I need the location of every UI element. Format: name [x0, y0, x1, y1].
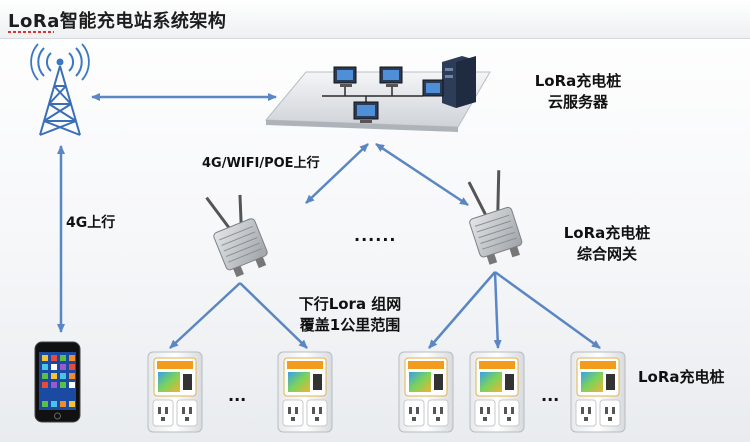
charging-pile-icon — [147, 351, 203, 433]
arrow-server-gateway-left — [305, 143, 369, 204]
cloud-server-label: LoRa充电桩 云服务器 — [528, 71, 628, 113]
arrow-gw2-charger5 — [494, 270, 601, 350]
charger-label: LoRa充电桩 — [638, 368, 725, 386]
arrow-gw1-charger1 — [169, 282, 241, 349]
uplink-phone-label: 4G上行 — [66, 215, 116, 231]
arrow-gw2-charger3 — [428, 271, 496, 349]
gateway-label: LoRa充电桩 综合网关 — [552, 223, 662, 265]
chargers-ellipsis-right: ... — [541, 386, 560, 405]
arrow-gw2-charger4 — [493, 271, 502, 349]
downlink-label: 下行Lora 组网 覆盖1公里范围 — [280, 294, 420, 336]
downlink-label-line2: 覆盖1公里范围 — [299, 316, 401, 334]
charging-pile-icon — [570, 351, 626, 433]
charging-pile-icon — [398, 351, 454, 433]
gateway-label-line2: 综合网关 — [576, 245, 637, 263]
arrow-gw1-charger2 — [239, 282, 308, 349]
arrow-server-gateway-right — [375, 142, 469, 207]
chargers-ellipsis-left: ... — [228, 386, 247, 405]
tower-server-icon — [422, 56, 476, 108]
server-network-icon — [264, 56, 491, 132]
page-title: LoRa智能充电站系统架构 — [8, 7, 226, 33]
gateways-ellipsis: ...... — [354, 226, 397, 245]
gateway-label-line1: LoRa充电桩 — [563, 224, 651, 242]
pc-icon-2 — [379, 66, 403, 87]
cell-tower-icon — [30, 43, 90, 136]
connection-arrows — [57, 93, 601, 350]
charging-pile-icon — [277, 351, 333, 433]
title-bar: LoRa智能充电站系统架构 — [0, 0, 750, 39]
uplink-gateway-label: 4G/WIFI/POE上行 — [202, 156, 320, 171]
cloud-server-label-line1: LoRa充电桩 — [534, 72, 622, 90]
pc-icon-3 — [353, 101, 379, 123]
wireless-gateway-icon-left — [205, 194, 268, 278]
pc-icon-1 — [333, 66, 357, 87]
smartphone-icon — [34, 341, 81, 423]
downlink-label-line1: 下行Lora 组网 — [298, 295, 402, 313]
wireless-gateway-icon-right — [467, 170, 523, 265]
charging-pile-icon — [469, 351, 525, 433]
cloud-server-label-line2: 云服务器 — [547, 93, 608, 111]
